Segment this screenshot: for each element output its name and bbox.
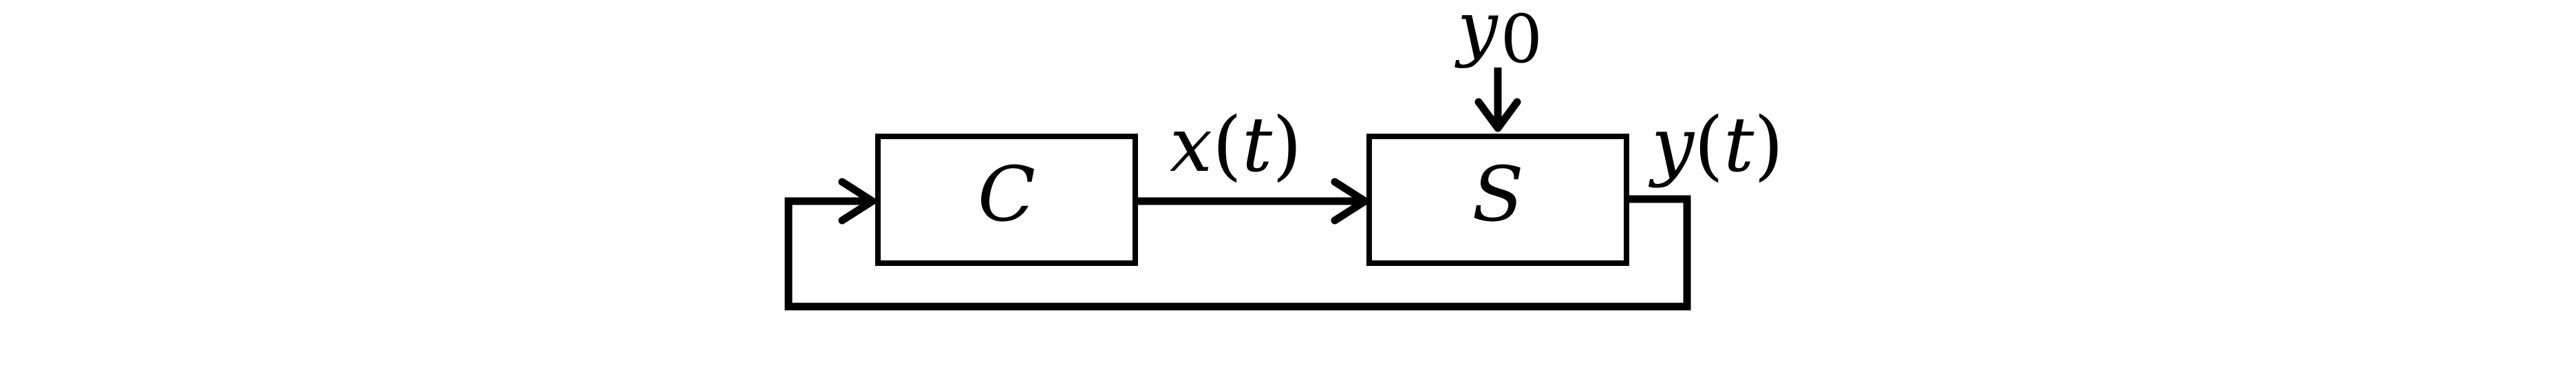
control-signal-arrow [1135,178,1369,225]
system-label: S [1472,150,1523,238]
system-box [1366,134,1629,266]
feedback-arrowhead [838,178,877,225]
feedback-path [784,178,1691,311]
controller-label: C [978,150,1035,238]
control-signal-label: x(t) [1170,101,1302,189]
output-signal-label: y(t) [1648,101,1783,189]
setpoint-arrowhead [1474,98,1521,132]
setpoint-arrow [1474,68,1521,132]
controller-block: C [875,134,1138,266]
control-signal-arrowhead [1331,178,1369,225]
setpoint-label: y0 [1455,0,1543,78]
feedback-line [784,195,1691,311]
controller-box [875,134,1138,266]
system-block: S [1366,134,1629,266]
